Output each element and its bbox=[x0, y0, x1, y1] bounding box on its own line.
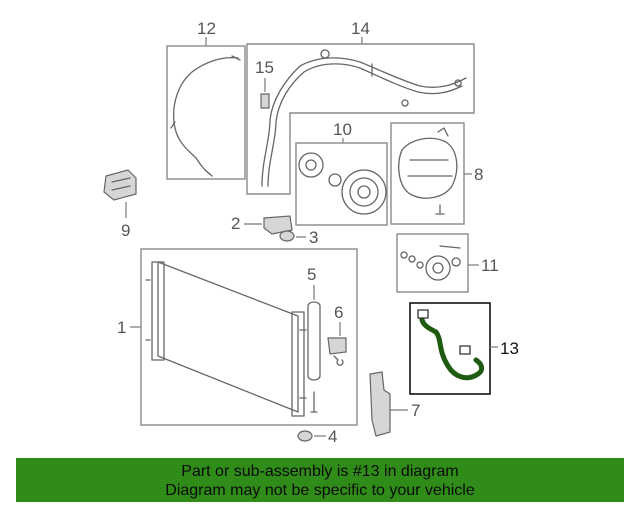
callout-8: 8 bbox=[474, 165, 483, 184]
callout-14: 14 bbox=[351, 19, 370, 38]
part-12-hose bbox=[172, 56, 239, 175]
part-9-bracket-group[interactable]: 9 bbox=[103, 169, 137, 240]
part-3-grommet bbox=[279, 230, 295, 242]
part-14-pipe bbox=[261, 57, 467, 187]
part-8-compressor bbox=[398, 137, 458, 199]
callout-7: 7 bbox=[411, 401, 420, 420]
part-8-compressor-group[interactable]: 8 bbox=[390, 122, 483, 225]
part-1-condenser-group[interactable]: 1 bbox=[117, 248, 358, 426]
part-14-box bbox=[246, 43, 475, 195]
part-11-clutch bbox=[425, 255, 451, 281]
callout-3: 3 bbox=[309, 228, 318, 247]
callout-9: 9 bbox=[121, 221, 130, 240]
parts-diagram: 12 14 15 10 8 bbox=[103, 19, 519, 446]
info-banner: Part or sub-assembly is #13 in diagram D… bbox=[16, 458, 624, 502]
callout-12: 12 bbox=[197, 19, 216, 38]
part-6-bracket bbox=[327, 337, 347, 355]
callout-11: 11 bbox=[481, 256, 499, 275]
callout-13: 13 bbox=[500, 339, 519, 358]
part-10-clutch-group[interactable]: 10 bbox=[295, 120, 388, 226]
callout-6: 6 bbox=[334, 303, 343, 322]
part-5-dryer-group[interactable]: 5 bbox=[307, 265, 321, 413]
part-9-bracket bbox=[103, 169, 137, 201]
banner-line-2: Diagram may not be specific to your vehi… bbox=[165, 482, 475, 499]
banner-line-1: Part or sub-assembly is #13 in diagram bbox=[181, 463, 459, 480]
part-13-hose-group[interactable]: 13 bbox=[409, 302, 519, 395]
part-14-pipe-group[interactable]: 14 15 bbox=[246, 19, 475, 195]
part-5-dryer bbox=[307, 301, 321, 381]
callout-1: 1 bbox=[117, 318, 126, 337]
part-10-pulley-small bbox=[298, 152, 324, 178]
part-6-bracket-group[interactable]: 6 bbox=[327, 303, 347, 366]
part-11-box bbox=[396, 233, 469, 293]
part-1-box bbox=[140, 248, 358, 426]
part-7-bracket-group[interactable]: 7 bbox=[369, 371, 420, 437]
part-7-bracket bbox=[369, 371, 391, 437]
part-10-box bbox=[295, 142, 388, 226]
part-4-grommet bbox=[297, 430, 313, 442]
callout-4: 4 bbox=[328, 427, 337, 446]
part-11-kit-group[interactable]: 11 bbox=[396, 233, 499, 293]
part-4-grommet-group[interactable]: 4 bbox=[297, 427, 337, 446]
part-10-pulley bbox=[341, 169, 387, 215]
callout-2: 2 bbox=[231, 214, 240, 233]
part-12-box bbox=[166, 45, 246, 180]
part-13-box bbox=[409, 302, 491, 395]
part-12-hose-group[interactable]: 12 bbox=[166, 19, 246, 180]
part-2-clamp-group[interactable]: 2 bbox=[231, 214, 293, 235]
callout-5: 5 bbox=[307, 265, 316, 284]
part-13-fittings bbox=[417, 309, 471, 355]
part-15-valve bbox=[260, 93, 270, 109]
callout-10: 10 bbox=[333, 120, 352, 139]
part-13-hose bbox=[419, 311, 485, 381]
callout-15: 15 bbox=[255, 58, 274, 77]
part-1-condenser bbox=[157, 261, 299, 413]
part-3-grommet-group[interactable]: 3 bbox=[279, 228, 318, 247]
